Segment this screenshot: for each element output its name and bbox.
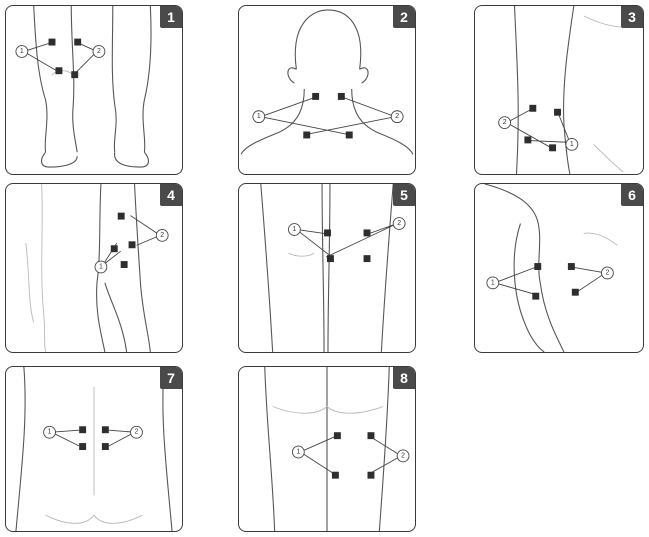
- port-2-label: 2: [606, 269, 610, 276]
- port-2-label: 2: [160, 232, 164, 239]
- port-1-label: 1: [257, 113, 261, 120]
- port-1-label: 1: [296, 448, 300, 455]
- port-2-label: 1: [570, 141, 574, 148]
- port-1-label: 1: [491, 279, 495, 286]
- panel-1-ports: 1 2: [6, 6, 182, 174]
- port-2-label: 2: [97, 48, 101, 55]
- panel-number-badge: 2: [393, 6, 415, 28]
- diagram-panel-4: 1 2 4: [5, 183, 183, 353]
- panel-5-ports: 1 2: [239, 184, 415, 352]
- panel-number-badge: 3: [621, 6, 643, 28]
- port-1-label: 2: [503, 119, 507, 126]
- port-1-label: 1: [48, 429, 52, 436]
- panel-8-ports: 1 2: [239, 367, 415, 531]
- diagram-panel-6: 1 2 6: [474, 183, 644, 353]
- port-2-label: 2: [395, 113, 399, 120]
- port-1-label: 1: [292, 226, 296, 233]
- panel-7-ports: 1 2: [6, 367, 182, 531]
- panel-6-ports: 1 2: [475, 184, 643, 352]
- panel-number-badge: 4: [160, 184, 182, 206]
- panel-number-badge: 6: [621, 184, 643, 206]
- diagram-panel-1: 1 2 1: [5, 5, 183, 175]
- panel-2-ports: 1 2: [239, 6, 415, 174]
- panel-3-ports: 2 1: [475, 6, 643, 174]
- panel-number-badge: 8: [393, 367, 415, 389]
- port-2-label: 2: [397, 220, 401, 227]
- diagram-panel-3: 2 1 3: [474, 5, 644, 175]
- panel-4-ports: 1 2: [6, 184, 182, 352]
- port-1-label: 1: [99, 264, 103, 271]
- panel-number-badge: 5: [393, 184, 415, 206]
- port-1-label: 1: [20, 48, 24, 55]
- diagram-panel-7: 1 2 7: [5, 366, 183, 532]
- port-2-label: 2: [401, 452, 405, 459]
- panel-number-badge: 1: [160, 6, 182, 28]
- diagram-panel-5: 1 2 5: [238, 183, 416, 353]
- diagram-panel-2: 1 2 2: [238, 5, 416, 175]
- panel-number-badge: 7: [160, 367, 182, 389]
- port-2-label: 2: [135, 429, 139, 436]
- diagram-panel-8: 1 2 8: [238, 366, 416, 532]
